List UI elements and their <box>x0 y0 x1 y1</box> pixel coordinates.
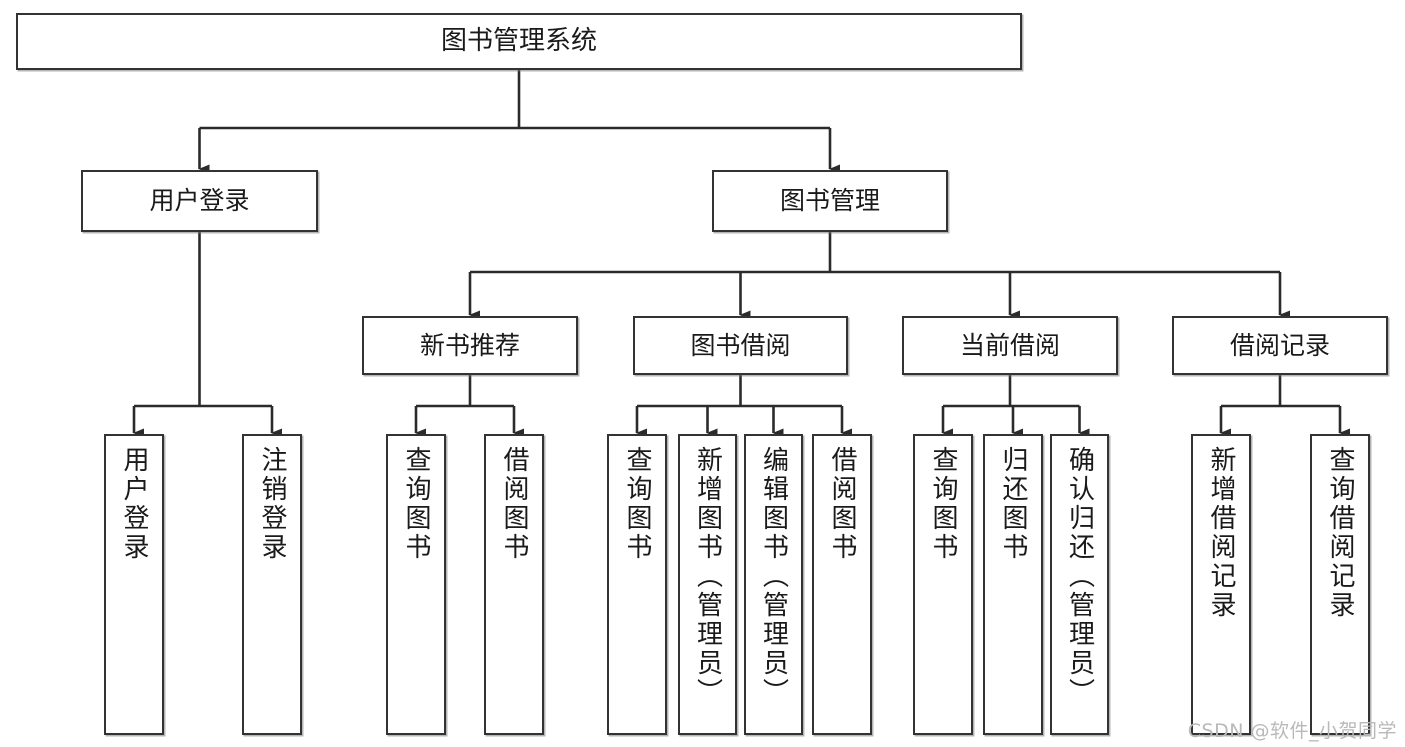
leaf-edit-book-admin-label: 编辑图书（管理员） <box>758 446 789 707</box>
leaf-user-logout[interactable]: 注销登录 <box>242 434 302 735</box>
leaf-user-login-label: 用户登录 <box>119 446 149 562</box>
leaf-query-borrow-record-label: 查询借阅记录 <box>1325 446 1355 620</box>
leaf-add-borrow-record-label: 新增借阅记录 <box>1206 446 1236 620</box>
leaf-borrow-book-recommend[interactable]: 借阅图书 <box>484 434 544 735</box>
leaf-confirm-return-admin-label: 确认归还（管理员） <box>1064 446 1095 707</box>
leaf-borrow-book-recommend-label: 借阅图书 <box>499 446 529 562</box>
node-book-borrow[interactable]: 图书借阅 <box>633 316 848 375</box>
node-root[interactable]: 图书管理系统 <box>16 13 1022 70</box>
node-root-label: 图书管理系统 <box>440 26 597 57</box>
leaf-add-book-admin-label: 新增图书（管理员） <box>692 446 723 707</box>
node-borrow-record-label: 借阅记录 <box>1229 330 1330 360</box>
leaf-query-book-current[interactable]: 查询图书 <box>913 434 973 735</box>
leaf-user-logout-label: 注销登录 <box>257 446 287 562</box>
leaf-query-book-borrow-label: 查询图书 <box>622 446 652 562</box>
leaf-query-book-recommend-label: 查询图书 <box>401 446 431 562</box>
leaf-borrow-book[interactable]: 借阅图书 <box>812 434 872 735</box>
leaf-add-borrow-record[interactable]: 新增借阅记录 <box>1191 434 1251 735</box>
node-user-login[interactable]: 用户登录 <box>81 170 318 232</box>
leaf-query-book-current-label: 查询图书 <box>928 446 958 562</box>
leaf-query-borrow-record[interactable]: 查询借阅记录 <box>1310 434 1370 735</box>
node-new-book-recommend-label: 新书推荐 <box>419 330 520 360</box>
leaf-user-login[interactable]: 用户登录 <box>104 434 164 735</box>
leaf-return-book-label: 归还图书 <box>998 446 1028 562</box>
leaf-confirm-return-admin[interactable]: 确认归还（管理员） <box>1050 434 1109 735</box>
node-current-borrow-label: 当前借阅 <box>959 330 1060 360</box>
leaf-return-book[interactable]: 归还图书 <box>983 434 1043 735</box>
node-borrow-record[interactable]: 借阅记录 <box>1172 316 1388 375</box>
node-book-borrow-label: 图书借阅 <box>690 330 791 360</box>
node-current-borrow[interactable]: 当前借阅 <box>902 316 1118 375</box>
node-book-management[interactable]: 图书管理 <box>712 170 948 232</box>
node-new-book-recommend[interactable]: 新书推荐 <box>362 316 578 375</box>
node-user-login-label: 用户登录 <box>149 186 250 216</box>
leaf-borrow-book-label: 借阅图书 <box>827 446 857 562</box>
node-book-management-label: 图书管理 <box>779 186 880 216</box>
leaf-edit-book-admin[interactable]: 编辑图书（管理员） <box>744 434 803 735</box>
leaf-add-book-admin[interactable]: 新增图书（管理员） <box>678 434 737 735</box>
leaf-query-book-borrow[interactable]: 查询图书 <box>607 434 667 735</box>
leaf-query-book-recommend[interactable]: 查询图书 <box>386 434 446 735</box>
csdn-watermark: CSDN @软件_小贺同学 <box>1187 720 1397 742</box>
